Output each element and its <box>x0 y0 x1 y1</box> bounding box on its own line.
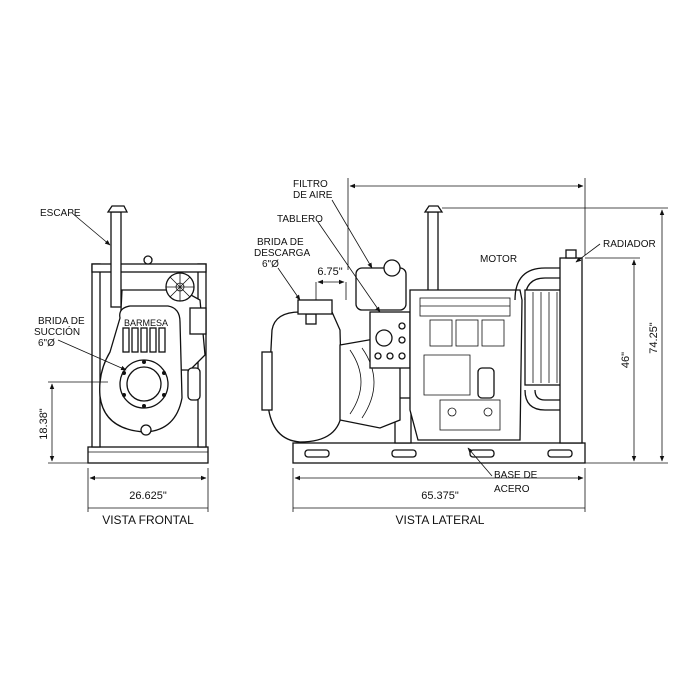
label-escape: ESCAPE <box>40 208 81 219</box>
svg-text:DE AIRE: DE AIRE <box>293 190 333 201</box>
front-view: BARMESA <box>87 205 209 464</box>
side-suction-flange <box>261 351 273 411</box>
svg-text:6"Ø: 6"Ø <box>262 259 279 270</box>
barmesa-brand-label: BARMESA <box>124 318 168 328</box>
svg-text:BRIDA DE: BRIDA DE <box>38 316 85 327</box>
svg-text:74.25": 74.25" <box>648 322 660 354</box>
svg-text:DESCARGA: DESCARGA <box>254 248 310 259</box>
svg-text:46": 46" <box>620 352 632 368</box>
side-discharge-flange <box>297 299 333 315</box>
svg-text:FILTRO: FILTRO <box>293 179 328 190</box>
side-radiator-frame <box>559 257 583 444</box>
dim-front-suction-height: 18.38" <box>38 381 108 464</box>
svg-text:6"Ø: 6"Ø <box>38 338 55 349</box>
dim-discharge-offset: 6.75" <box>315 266 347 300</box>
label-base-acero: BASE DE ACERO <box>494 470 538 495</box>
svg-text:BRIDA DE: BRIDA DE <box>257 237 304 248</box>
dim-total-height: 74.25" <box>442 207 668 462</box>
label-brida-succion: BRIDA DE SUCCIÓN 6"Ø <box>34 316 85 349</box>
side-exhaust-stack <box>427 211 439 293</box>
dim-side-length: 65.375" <box>292 468 586 512</box>
dim-front-width: 26.625" <box>87 468 209 512</box>
svg-text:65.375": 65.375" <box>421 490 459 502</box>
dim-height-46: 46" <box>585 257 668 464</box>
side-view <box>261 205 586 464</box>
side-air-filter <box>355 267 407 311</box>
svg-text:ACERO: ACERO <box>494 484 530 495</box>
svg-text:BASE DE: BASE DE <box>494 470 538 481</box>
label-motor: MOTOR <box>480 254 517 265</box>
label-radiador: RADIADOR <box>603 239 656 250</box>
front-base-skid <box>87 446 209 464</box>
title-vista-frontal: VISTA FRONTAL <box>102 513 194 527</box>
svg-text:SUCCIÓN: SUCCIÓN <box>34 325 80 338</box>
side-base-skid <box>292 442 586 464</box>
svg-text:26.625": 26.625" <box>129 490 167 502</box>
side-pump-body <box>267 311 343 443</box>
dim-top-span <box>347 178 586 270</box>
front-exhaust-stack <box>110 211 122 308</box>
label-tablero: TABLERO <box>277 214 323 225</box>
label-brida-descarga: BRIDA DE DESCARGA 6"Ø <box>254 237 310 270</box>
side-engine-block <box>409 289 523 441</box>
title-vista-lateral: VISTA LATERAL <box>396 513 485 527</box>
svg-text:18.38": 18.38" <box>38 408 50 440</box>
svg-text:6.75": 6.75" <box>317 266 342 278</box>
label-filtro-aire: FILTRO DE AIRE <box>293 179 333 201</box>
